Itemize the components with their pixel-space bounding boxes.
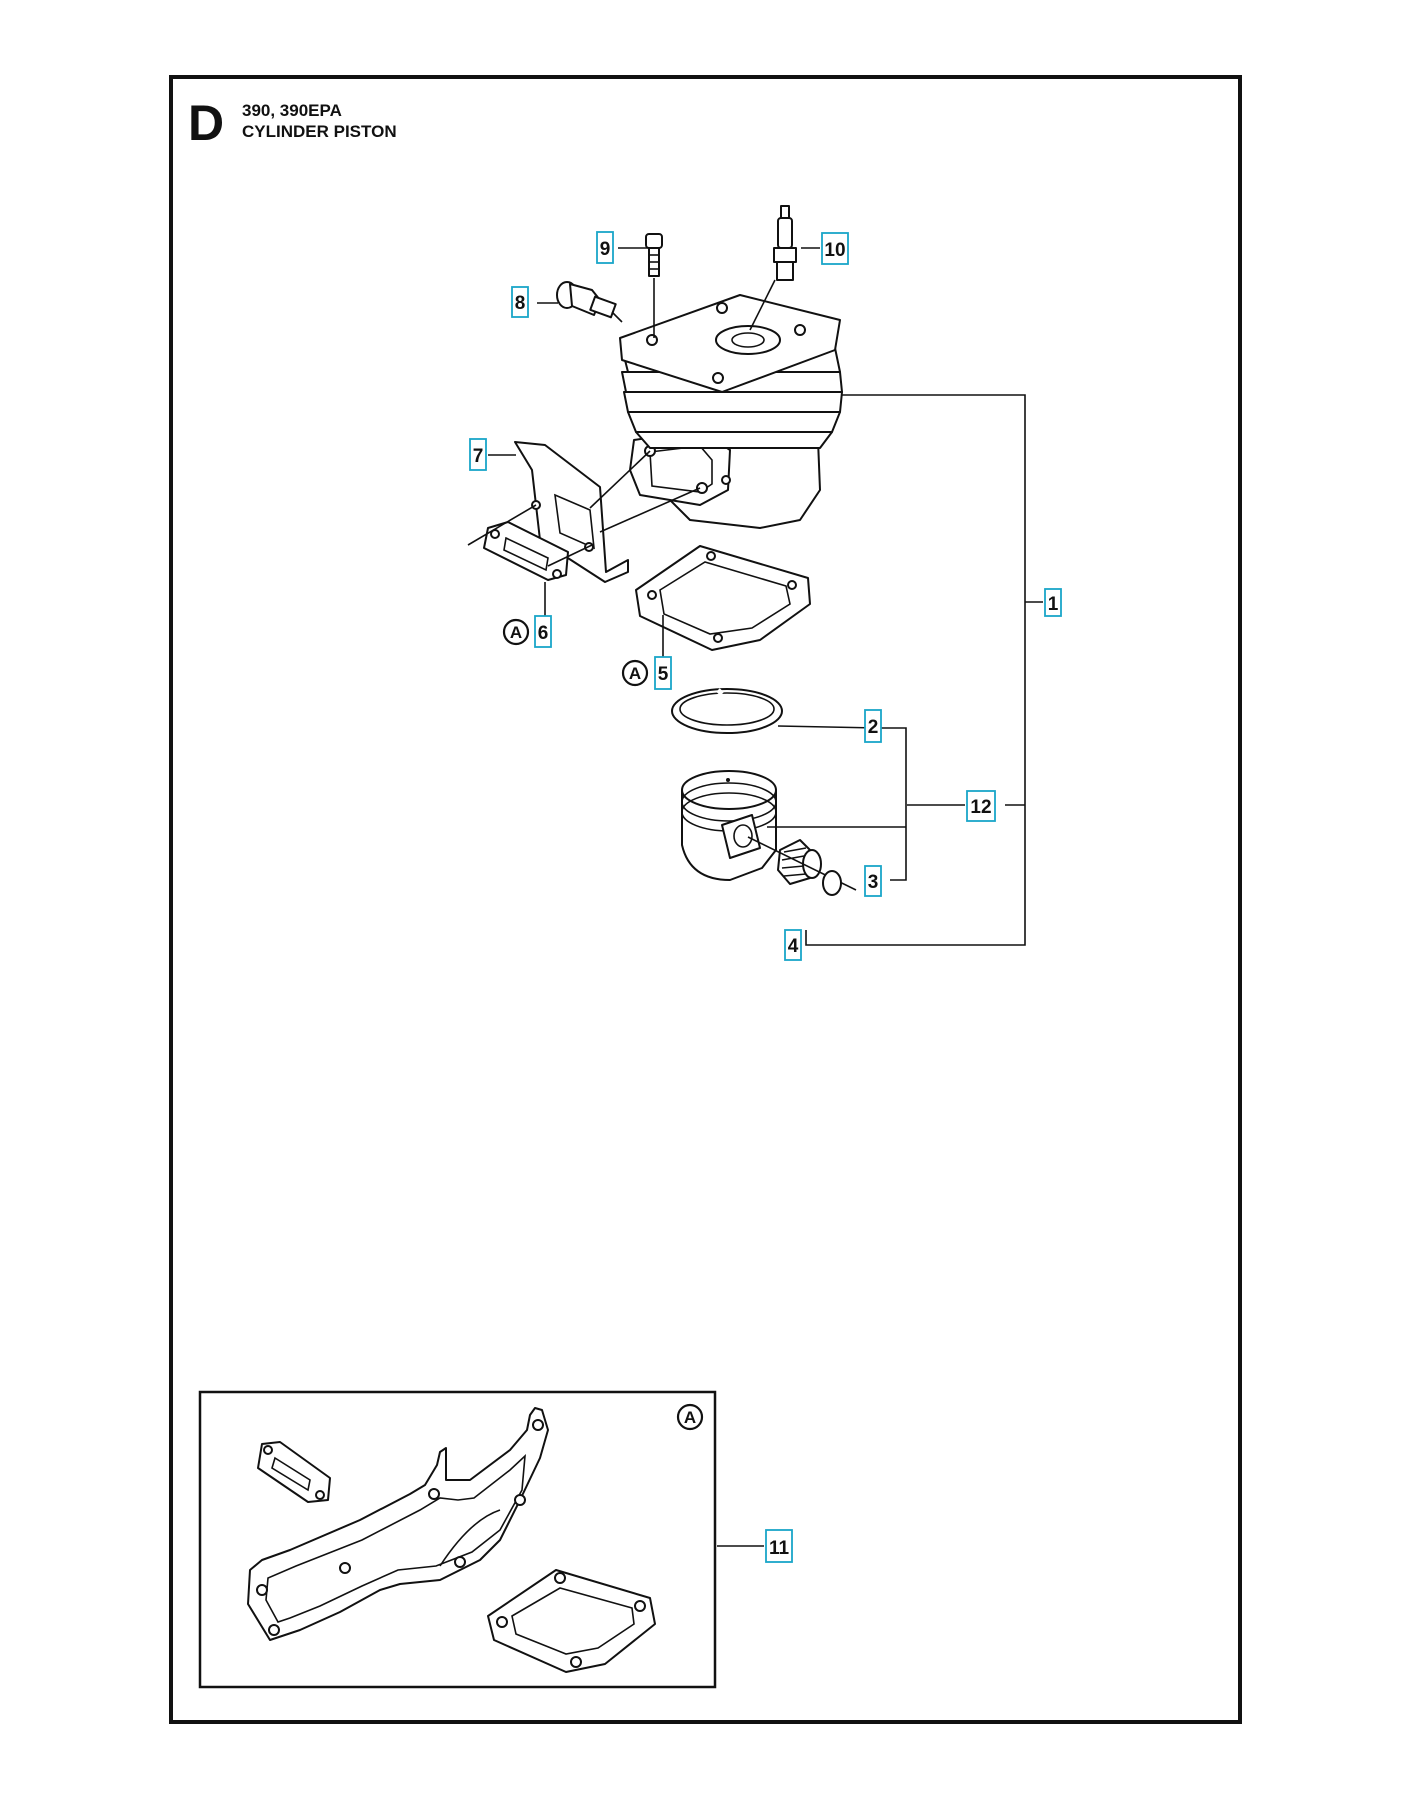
callout-3-label: 3	[868, 872, 879, 893]
callout-9-label: 9	[600, 239, 611, 260]
svg-text:A: A	[684, 1408, 696, 1427]
diagram-frame	[169, 75, 1242, 1724]
callout-1[interactable]: 1	[1044, 588, 1062, 617]
piston-ring-part	[671, 688, 783, 734]
callout-7-label: 7	[473, 446, 484, 467]
callout-6[interactable]: 6	[534, 615, 552, 648]
callout-4[interactable]: 4	[784, 929, 802, 961]
decompression-valve-part	[556, 281, 623, 323]
callout-10[interactable]: 10	[821, 232, 849, 265]
callout-5-label: 5	[658, 664, 669, 685]
cylinder-bolt-part	[645, 233, 663, 277]
callout-2-label: 2	[868, 717, 879, 738]
callout-9[interactable]: 9	[596, 231, 614, 264]
flange-line-upper	[589, 450, 651, 509]
model-numbers: 390, 390EPA	[242, 101, 342, 120]
kit-marker-inset: A	[676, 1403, 704, 1431]
callout-7[interactable]: 7	[469, 438, 487, 471]
spark-plug-part	[773, 205, 797, 281]
callout-2[interactable]: 2	[864, 709, 882, 743]
gasket-bolt-line-lower	[547, 544, 593, 567]
spark-plug-axis-line	[749, 279, 776, 331]
callout-12-label: 12	[970, 797, 991, 818]
callout-8-label: 8	[515, 293, 526, 314]
kit-marker-gasket-6: A	[502, 618, 530, 646]
callout-1-label: 1	[1048, 594, 1059, 615]
callout-5[interactable]: 5	[654, 656, 672, 690]
callout-6-label: 6	[538, 623, 549, 644]
svg-text:A: A	[629, 664, 641, 683]
callout-12[interactable]: 12	[966, 790, 996, 822]
circlip-part	[822, 870, 842, 896]
base-gasket-part	[635, 545, 811, 651]
gasket-bolt-line-upper	[467, 504, 537, 546]
callout-10-label: 10	[824, 240, 845, 261]
callout-11-label: 11	[769, 1538, 790, 1559]
kit-exhaust-gasket	[257, 1441, 331, 1503]
flange-line-lower	[599, 487, 701, 533]
cylinder-part	[619, 294, 843, 529]
callout-11[interactable]: 11	[765, 1529, 793, 1563]
kit-cylinder-gasket	[487, 1569, 656, 1673]
callout-4-label: 4	[788, 936, 799, 957]
kit-marker-gasket-5: A	[621, 659, 649, 687]
piston-part	[681, 770, 777, 881]
diagram-title: CYLINDER PISTON	[242, 122, 397, 141]
svg-text:A: A	[510, 623, 522, 642]
leader-lines	[488, 247, 1043, 1547]
callout-8[interactable]: 8	[511, 286, 529, 318]
section-letter: D	[188, 95, 224, 151]
kit-crankcase-gasket	[247, 1407, 549, 1641]
callout-3[interactable]: 3	[864, 865, 882, 897]
